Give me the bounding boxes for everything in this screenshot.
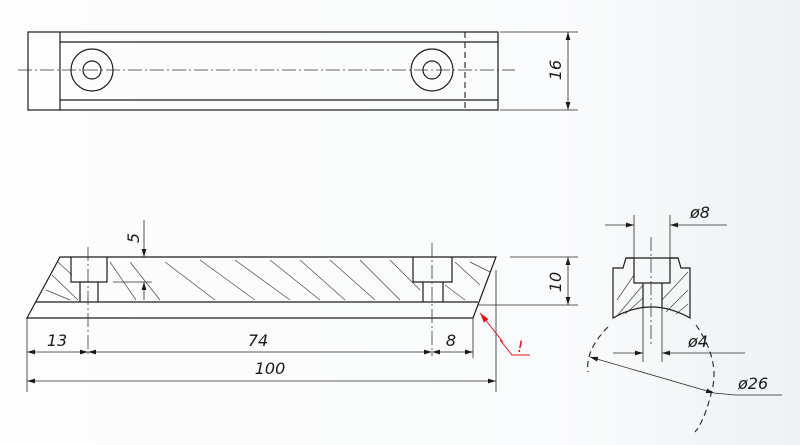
- top-view: 16: [18, 31, 578, 111]
- dim-dia-8: ø8: [689, 203, 710, 222]
- hatching: [45, 259, 491, 301]
- warning-mark: !: [517, 337, 523, 356]
- dim-5: 5: [124, 233, 143, 243]
- dim-dia-26: ø26: [737, 374, 768, 393]
- diameter-26-arc: [587, 324, 715, 433]
- front-section-view: 5 13 74 8 100 10 !: [25, 220, 578, 392]
- dim-74: 74: [248, 331, 268, 350]
- hole-right: [410, 48, 454, 92]
- dim-dia-4: ø4: [687, 332, 708, 351]
- dim-16: 16: [546, 60, 565, 80]
- dim-13: 13: [47, 331, 67, 350]
- hole-left: [70, 48, 114, 92]
- dim-8: 8: [446, 331, 456, 350]
- red-annotation: !: [479, 312, 530, 356]
- side-section-view: ø8 ø4 ø26: [587, 203, 782, 433]
- dim-100: 100: [255, 359, 286, 378]
- dim-10: 10: [546, 272, 565, 292]
